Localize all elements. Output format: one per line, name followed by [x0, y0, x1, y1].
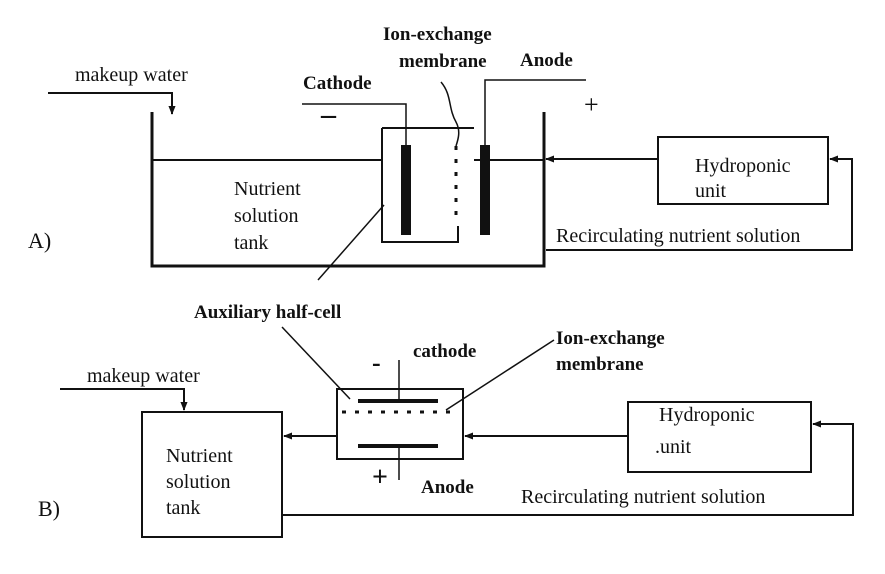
b-tank: [141, 411, 283, 538]
a-recirculating-label: Recirculating nutrient solution: [556, 225, 801, 247]
b-cathode-electrode: [358, 399, 438, 403]
b-hydroponic-box: [627, 401, 812, 473]
a-anode-electrode: [480, 145, 490, 235]
b-anode-electrode: [358, 444, 438, 448]
b-half-cell: [336, 388, 464, 460]
b-return-line: [282, 420, 854, 516]
b-membrane-label-1: Ion-exchange: [556, 328, 665, 349]
b-tank-label-1: Nutrient: [166, 445, 233, 467]
a-makeup-water-label: makeup water: [75, 64, 188, 86]
a-cathode-electrode: [401, 145, 411, 235]
a-anode-sign: +: [584, 90, 599, 119]
a-tank-label-1: Nutrient: [234, 178, 301, 200]
b-membrane-pointer: [445, 339, 555, 411]
b-makeup-water-arrow: [60, 388, 188, 411]
a-half-cell: [381, 128, 459, 243]
b-anode-sign: +: [372, 462, 388, 493]
b-tank-label-3: tank: [166, 497, 201, 519]
a-hydroponic-box: [657, 136, 829, 205]
a-membrane-label-2: membrane: [399, 51, 487, 72]
a-cathode-wire: [302, 103, 407, 146]
b-cathode-sign: -: [372, 348, 381, 377]
a-tank-label-2: solution: [234, 205, 299, 227]
a-makeup-water-arrow: [48, 92, 176, 115]
a-hydroponic-label-1: Hydroponic: [695, 155, 791, 177]
b-anode-label: Anode: [421, 477, 474, 498]
a-anode-label: Anode: [520, 50, 573, 71]
a-anode-wire: [484, 79, 586, 146]
a-cathode-label: Cathode: [303, 73, 372, 94]
a-panel-label: A): [28, 228, 52, 253]
a-membrane-pointer: [440, 81, 460, 147]
a-tank: [150, 112, 546, 268]
b-makeup-water-label: makeup water: [87, 365, 200, 387]
a-cathode-sign: –: [321, 98, 336, 131]
a-hydroponic-label-2: unit: [695, 180, 727, 202]
b-panel-label: B): [38, 496, 60, 521]
a-tank-label-3: tank: [234, 232, 269, 254]
auxiliary-half-cell-label: Auxiliary half-cell: [194, 302, 342, 323]
b-recirculating-label: Recirculating nutrient solution: [521, 486, 766, 508]
b-auxiliary-pointer: [281, 326, 351, 400]
a-auxiliary-pointer: [317, 204, 385, 281]
b-hydroponic-label-1: Hydroponic: [659, 404, 755, 426]
b-hydroponic-label-2: .unit: [655, 436, 692, 458]
a-return-line: [546, 155, 853, 251]
b-cathode-label: cathode: [413, 341, 477, 362]
b-tank-label-2: solution: [166, 471, 231, 493]
a-membrane-label-1: Ion-exchange: [383, 24, 492, 45]
b-membrane-label-2: membrane: [556, 354, 644, 375]
